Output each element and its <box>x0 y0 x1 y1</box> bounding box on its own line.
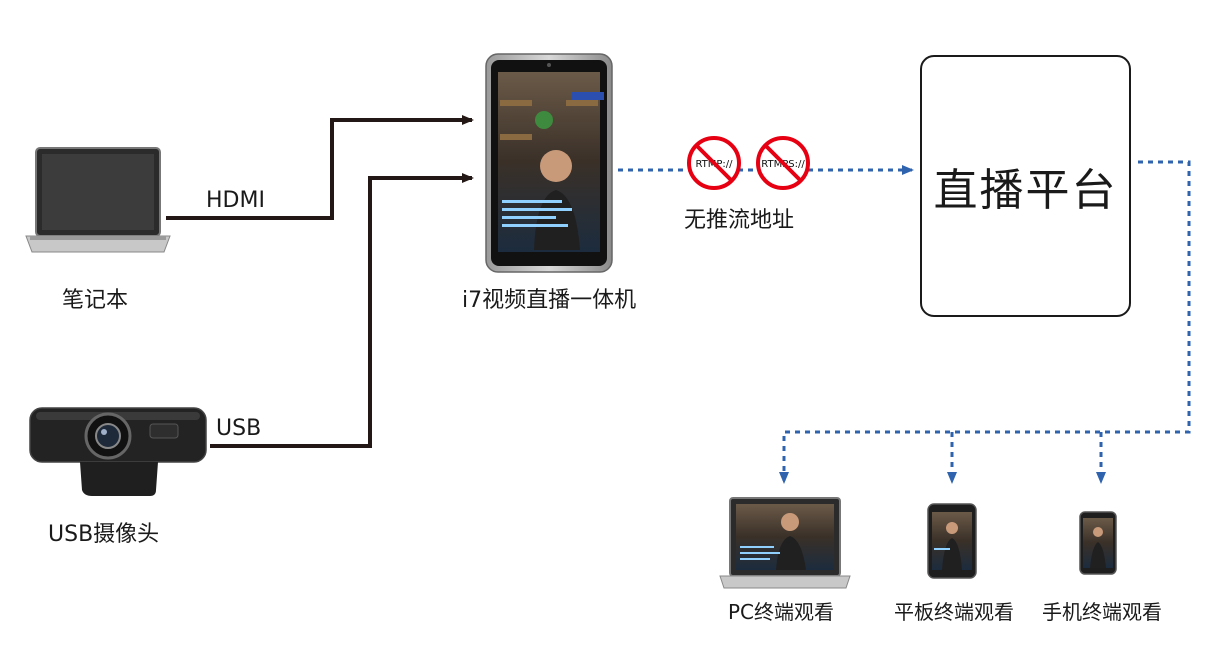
device-label: i7视频直播一体机 <box>462 288 637 313</box>
usb-camera-icon <box>29 407 207 496</box>
usb-connector <box>210 173 474 448</box>
tablet-viewer-label: 平板终端观看 <box>894 600 1014 624</box>
no-push-label: 无推流地址 <box>684 208 795 233</box>
no-rtmp-sign-icon: RTMP:// <box>687 136 741 190</box>
usb-camera-label: USB摄像头 <box>48 522 160 547</box>
laptop-icon <box>25 147 171 253</box>
phone-viewer-label: 手机终端观看 <box>1042 600 1162 624</box>
live-platform-label: 直播平台 <box>933 165 1118 216</box>
laptop-label: 笔记本 <box>62 288 129 313</box>
hdmi-connector <box>166 115 474 220</box>
hdmi-label: HDMI <box>206 188 265 213</box>
tablet-viewer-icon <box>927 503 977 579</box>
distribution-connector <box>779 160 1191 484</box>
no-rtmps-sign-icon: RTMPS:// <box>756 136 810 190</box>
phone-viewer-icon <box>1079 511 1117 575</box>
pc-viewer-icon <box>719 497 851 589</box>
pc-viewer-label: PC终端观看 <box>728 600 835 624</box>
live-platform-box: 直播平台 <box>920 55 1131 317</box>
live-streaming-device-icon <box>485 53 613 273</box>
usb-label: USB <box>216 416 262 441</box>
